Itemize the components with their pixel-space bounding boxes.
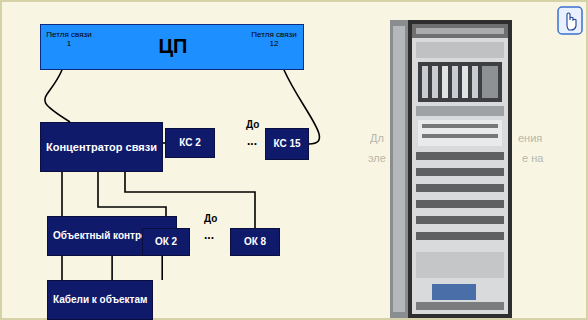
faded-text: ения	[518, 132, 542, 144]
count-note: До	[204, 213, 217, 224]
controller-box: ОК 2	[142, 228, 190, 256]
faded-text: е на	[522, 152, 543, 164]
connector	[62, 256, 162, 280]
node-title: ЦП	[153, 35, 193, 58]
cable-box: Кабели к объектам	[47, 280, 153, 320]
faded-text: Дл	[370, 132, 384, 144]
hand-icon	[558, 7, 582, 34]
connector-line	[61, 256, 63, 280]
connector	[62, 172, 63, 216]
hub-box: КС 2	[165, 128, 215, 158]
node-label: КС 15	[273, 138, 300, 150]
connector-line	[111, 256, 113, 280]
node-label: КС 2	[179, 137, 201, 149]
connector	[45, 70, 70, 122]
hub-box: КС 15	[265, 128, 309, 160]
node-label: ОК 2	[155, 236, 177, 248]
connector-line	[45, 70, 70, 122]
ellipsis: ...	[204, 228, 214, 242]
port-label: Петля связи 1	[44, 30, 94, 48]
cpu-box: Петля связи 1 ЦП Петля связи 12	[40, 24, 304, 70]
port-label: Петля связи 12	[247, 30, 301, 48]
controller-box: ОК 8	[230, 228, 280, 256]
count-note: До	[246, 119, 259, 130]
connector-line	[161, 256, 163, 280]
node-label: Концентратор связи	[46, 141, 157, 154]
hub-box: Концентратор связи	[40, 122, 163, 172]
cabinet-photo	[390, 20, 512, 318]
connector-line	[61, 172, 63, 216]
faded-text: эле	[368, 152, 386, 164]
ellipsis: ...	[247, 134, 257, 148]
node-label: ОК 8	[244, 236, 266, 248]
node-label: Кабели к объектам	[53, 294, 147, 306]
